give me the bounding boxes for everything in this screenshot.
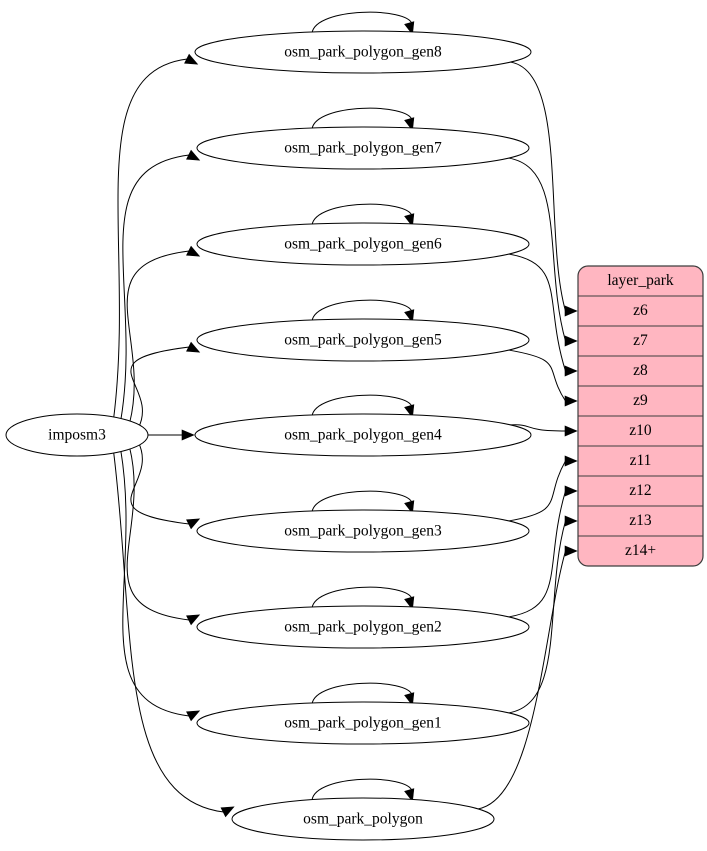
self-loop-edge-gen2 [311,586,413,609]
self-loop-edge-gen5 [311,299,413,322]
node-gen8-ellipse[interactable] [194,30,532,74]
self-loop-arrowhead-gen7 [404,117,415,132]
node-gen5-ellipse[interactable] [196,318,530,362]
edge-imposm3-to-gen8 [113,58,188,419]
self-loop-edge-gen4 [311,394,413,417]
edge-gen7-to-row-1 [508,157,566,342]
table-row-cell[interactable] [578,415,703,447]
table-header-label: layer_park [607,272,674,289]
node-imposm3-label: imposm3 [48,427,106,444]
table-row-label: z6 [633,302,648,319]
arrowhead-gen7-to-row-1 [564,335,578,347]
self-loop-arrowhead-gen1 [404,692,415,707]
arrowhead-imposm3-to-gen5 [186,341,201,353]
table-row-label: z7 [633,332,648,349]
edge-gen4-to-row-4 [510,424,566,432]
edge-imposm3-to-gen1 [120,450,190,717]
table-row-label: z14+ [625,542,656,559]
table-row-label: z13 [629,512,652,529]
self-loop-arrowhead-gen8 [404,21,415,36]
arrowhead-gen5-to-row-3 [564,395,578,407]
edge-imposm3-to-gen2 [126,447,190,621]
node-base-ellipse[interactable] [231,797,495,841]
edge-imposm3-to-gen5 [130,346,190,429]
edge-gen2-to-row-6 [508,490,566,618]
table-row-cell[interactable] [578,385,703,417]
arrowhead-imposm3-to-gen8 [184,53,199,65]
self-loop-edge-gen1 [311,682,413,705]
self-loop-edge-gen3 [311,490,413,513]
arrowhead-imposm3-to-gen1 [186,710,201,722]
self-loop-edge-gen7 [311,107,413,130]
arrowhead-gen1-to-row-7 [564,515,578,527]
edge-gen5-to-row-3 [508,349,566,402]
table-row-cell[interactable] [578,535,703,566]
table-row-label: z11 [630,452,652,469]
arrowhead-gen2-to-row-6 [564,485,578,497]
arrowhead-imposm3-to-gen2 [186,614,201,626]
edge-gen1-to-row-7 [508,520,566,714]
arrowhead-imposm3-to-base [220,806,235,818]
node-gen1-ellipse[interactable] [196,701,530,745]
node-gen2-label: osm_park_polygon_gen2 [284,619,442,636]
edge-base-to-row-8 [477,550,566,810]
arrowhead-imposm3-to-gen7 [186,149,201,161]
node-base-label: osm_park_polygon [303,811,423,828]
arrowhead-gen6-to-row-2 [564,365,578,377]
node-gen7-label: osm_park_polygon_gen7 [284,140,442,157]
arrowhead-imposm3-to-gen6 [186,245,201,257]
edge-imposm3-to-gen6 [126,250,190,423]
self-loop-edge-gen6 [311,203,413,226]
node-gen7-ellipse[interactable] [196,126,530,170]
self-loop-edge-gen8 [311,11,413,34]
node-gen3-ellipse[interactable] [196,509,530,553]
table-row-label: z12 [629,482,651,499]
edges-layer [113,11,578,818]
node-gen4-ellipse[interactable] [194,413,532,457]
self-loop-arrowhead-gen6 [404,213,415,228]
node-gen6-label: osm_park_polygon_gen6 [284,236,442,253]
arrowhead-gen4-to-row-4 [564,425,578,437]
self-loop-arrowhead-gen4 [404,404,415,419]
node-gen2-ellipse[interactable] [196,605,530,649]
arrowhead-imposm3-to-gen3 [186,518,201,530]
table-row-label: z9 [633,392,648,409]
table-cells: layer_park z6 z7 z8 z9 z10 z11 z12 z13 z14+ [578,266,703,566]
nodes-layer: imposm3 osm_park_polygon_gen8 osm_park_pol… [5,30,532,841]
arrowhead-gen3-to-row-5 [564,455,578,467]
node-gen8-label: osm_park_polygon_gen8 [284,44,442,61]
table-row-cell[interactable] [578,505,703,537]
table-outline [577,265,704,567]
node-gen4-label: osm_park_polygon_gen4 [284,427,442,444]
edge-gen8-to-row-0 [510,61,566,312]
edge-imposm3-to-base [113,451,224,813]
self-loop-arrowhead-gen3 [404,500,415,515]
self-loop-arrowhead-base [404,788,415,803]
self-loop-arrowhead-gen2 [404,596,415,611]
table-row-cell[interactable] [578,445,703,477]
node-gen1-label: osm_park_polygon_gen1 [284,715,442,732]
table-row-cell[interactable] [578,475,703,507]
arrowhead-imposm3-to-gen4 [181,429,195,441]
node-gen5-label: osm_park_polygon_gen5 [284,332,442,349]
arrowhead-gen8-to-row-0 [564,305,578,317]
layer-park-table: layer_park z6 z7 z8 z9 z10 z11 z12 z13 z14+ [577,265,704,567]
table-row-label: z10 [629,422,652,439]
edge-imposm3-to-gen3 [130,441,190,525]
self-loop-arrowhead-gen5 [404,309,415,324]
node-gen6-ellipse[interactable] [196,222,530,266]
table-row-label: z8 [633,362,648,379]
node-imposm3-ellipse[interactable] [5,413,149,457]
edge-gen6-to-row-2 [508,253,566,372]
edge-imposm3-to-gen7 [120,154,190,420]
edge-gen3-to-row-5 [508,460,566,522]
table-header-cell[interactable] [578,266,703,297]
arrowhead-base-to-row-8 [564,545,578,557]
self-loop-edge-base [311,778,413,801]
node-gen3-label: osm_park_polygon_gen3 [284,523,442,540]
